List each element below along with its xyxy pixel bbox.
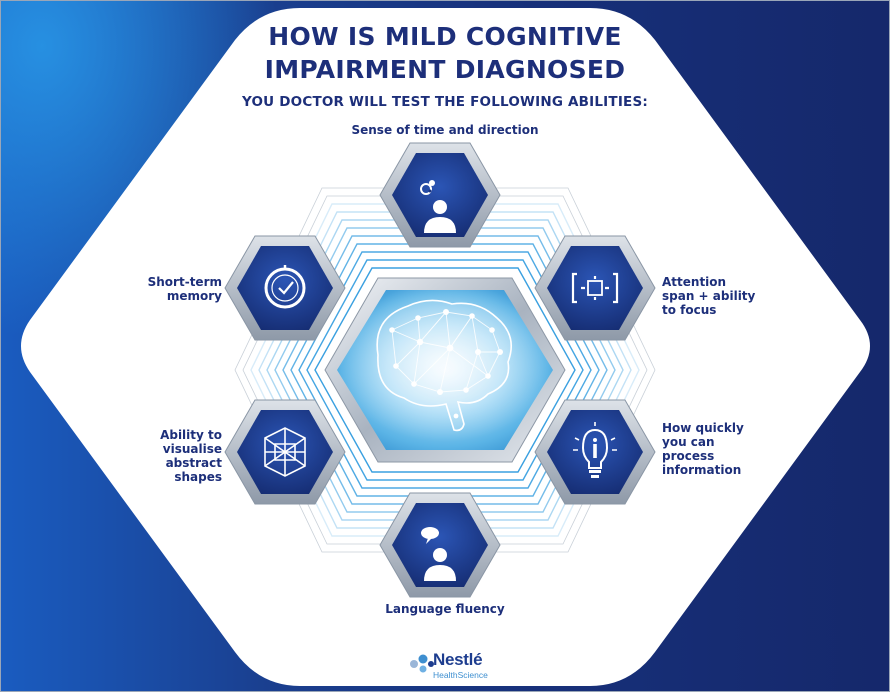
label-upper-left-line-2: memory [166, 289, 222, 303]
abstract-cube-icon [264, 427, 306, 477]
label-upper-right-line-2: span + ability [662, 289, 756, 303]
label-upper-left: Short-term memory [120, 275, 222, 303]
hex-top [379, 142, 501, 248]
label-lower-left: Ability to visualise abstract shapes [120, 428, 222, 484]
label-lower-right-line-2: you can [662, 435, 715, 449]
label-lower-left-line-4: shapes [174, 470, 222, 484]
label-top: Sense of time and direction [351, 123, 539, 137]
hex-bottom [379, 492, 501, 598]
label-lower-left-line-1: Ability to [160, 428, 222, 442]
title-line-1: HOW IS MILD COGNITIVE [268, 22, 622, 51]
hex-upper-right [534, 235, 656, 341]
grey-rings [234, 187, 656, 553]
hex-lower-right [534, 399, 656, 505]
page-title: HOW IS MILD COGNITIVE IMPAIRMENT DIAGNOS… [0, 20, 890, 86]
page-subtitle: YOU DOCTOR WILL TEST THE FOLLOWING ABILI… [242, 94, 648, 110]
lightbulb-info-icon [573, 422, 617, 478]
label-lower-right-line-3: process [662, 449, 715, 463]
focus-target-icon [571, 272, 619, 304]
label-upper-left-line-1: Short-term [147, 275, 222, 289]
label-upper-right: Attention span + ability to focus [662, 275, 772, 317]
label-lower-right-line-1: How quickly [662, 421, 744, 435]
concentric-rings [250, 203, 640, 537]
logo-sub: HealthScience [433, 670, 488, 680]
label-lower-right: How quickly you can process information [662, 421, 772, 477]
person-speech-icon [421, 527, 456, 581]
title-line-2: IMPAIRMENT DIAGNOSED [264, 55, 626, 84]
brain-network-icon [376, 299, 512, 432]
clock-icon [264, 265, 306, 309]
label-lower-left-line-2: visualise [162, 442, 222, 456]
person-thinking-gears-icon [420, 180, 456, 233]
label-upper-right-line-1: Attention [662, 275, 727, 289]
nestle-logo-mark [410, 654, 434, 673]
label-lower-right-line-4: information [662, 463, 742, 477]
logo-brand: Nestlé [433, 650, 483, 669]
hex-lower-left [224, 399, 346, 505]
label-lower-left-line-3: abstract [165, 456, 222, 470]
hex-upper-left [224, 235, 346, 341]
label-bottom: Language fluency [385, 602, 505, 616]
nestle-health-science-logo: Nestlé HealthScience [398, 650, 508, 684]
label-upper-right-line-3: to focus [662, 303, 717, 317]
